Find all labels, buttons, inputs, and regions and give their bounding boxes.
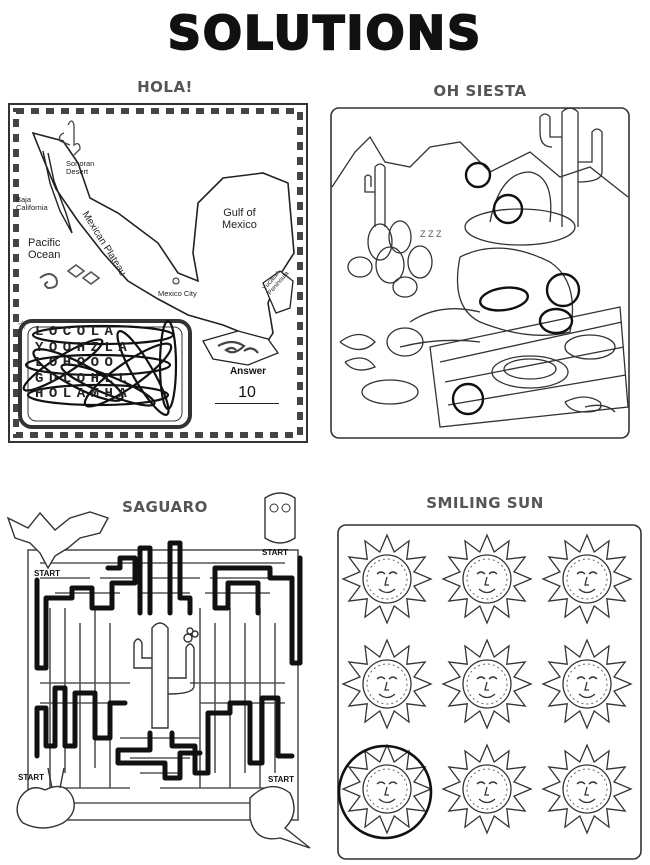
saguaro-maze-panel <box>6 492 311 849</box>
sun-drawing <box>341 638 433 730</box>
maze-start-label: START <box>34 569 61 578</box>
mexico-city-label: Mexico City <box>158 289 197 298</box>
sonoran-desert-label: Sonoran Desert <box>66 159 95 176</box>
siesta-title: OH SIESTA <box>433 82 527 100</box>
sun-drawing <box>341 743 433 835</box>
gulf-of-mexico-label: Gulf of Mexico <box>222 207 257 231</box>
svg-text:Z Z Z: Z Z Z <box>420 229 442 239</box>
pacific-ocean-label: Pacific Ocean <box>28 237 61 261</box>
word-search-grid: LOCOLA YOOHZLA LOHOOO GDLOHLL HOLAMHA <box>35 324 185 403</box>
word-grid-row: YOOHZLA <box>35 339 133 356</box>
page-title: SOLUTIONS <box>167 5 483 61</box>
svg-text:☆: ☆ <box>17 318 28 332</box>
word-grid-row: LOCOLA <box>35 324 119 340</box>
word-grid-row: HOLAMHA <box>35 386 133 402</box>
sun-drawing <box>441 638 533 730</box>
sun-drawing <box>541 743 633 835</box>
sun-drawing <box>441 743 533 835</box>
smiling-sun-title: SMILING SUN <box>426 494 544 512</box>
sun-drawing <box>441 533 533 625</box>
maze-start-label: START <box>268 775 295 784</box>
sun-drawing <box>541 638 633 730</box>
hola-title: HOLA! <box>137 78 193 96</box>
maze-start-label: START <box>18 773 45 782</box>
siesta-scene-panel: Z Z Z <box>330 107 630 439</box>
answer-value: 10 <box>215 384 279 404</box>
baja-california-label: Baja California <box>16 195 48 212</box>
word-grid-row: GDLOHLL <box>35 370 133 387</box>
word-grid-row: LOHOOO <box>35 355 119 371</box>
sun-drawing <box>341 533 433 625</box>
sun-drawing <box>541 533 633 625</box>
sun-answer-circle <box>337 744 433 840</box>
saguaro-title: SAGUARO <box>122 498 208 516</box>
smiling-sun-panel <box>337 524 642 860</box>
hola-map-panel: ☆ <box>8 103 308 443</box>
maze-start-label: START <box>262 548 289 557</box>
answer-label: Answer <box>229 366 267 377</box>
